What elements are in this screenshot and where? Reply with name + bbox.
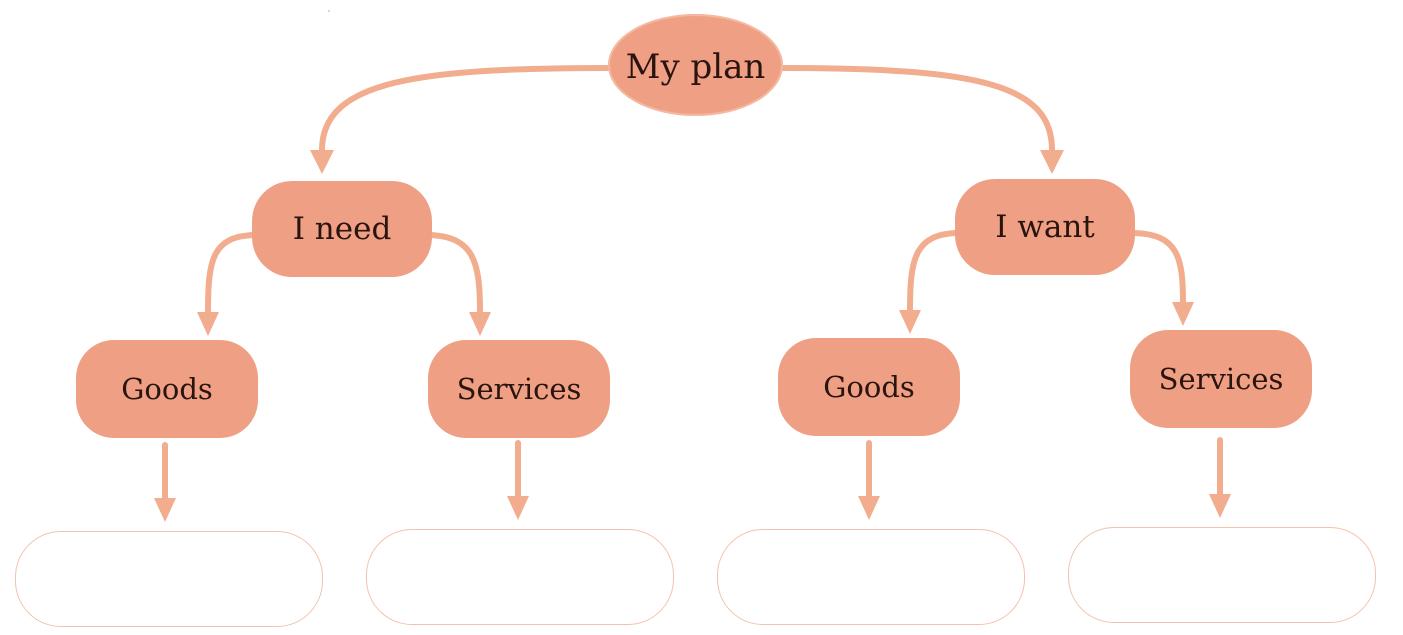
arrowhead-goods2-to-box xyxy=(858,496,880,520)
node-want-services-label: Services xyxy=(1158,362,1284,396)
node-need-services-label: Services xyxy=(456,372,582,406)
answer-box-want-goods[interactable] xyxy=(717,529,1025,625)
node-i-want-label: I want xyxy=(995,209,1095,245)
node-want-services: Services xyxy=(1130,330,1312,428)
arrow-root-to-need xyxy=(319,65,613,153)
root-node-label: My plan xyxy=(625,47,766,87)
answer-box-need-services[interactable] xyxy=(366,529,674,625)
arrowhead-services1-to-box xyxy=(507,496,529,520)
arrow-need-to-goods xyxy=(205,232,258,315)
node-want-goods-label: Goods xyxy=(823,370,915,404)
node-need-goods: Goods xyxy=(76,340,258,438)
arrowhead-services2-to-box xyxy=(1209,494,1231,518)
node-need-services: Services xyxy=(428,340,610,438)
arrowhead-want-to-services xyxy=(1172,302,1194,326)
node-i-need: I need xyxy=(252,181,432,277)
arrowhead-goods1-to-box xyxy=(154,498,176,522)
arrowhead-need-to-services xyxy=(469,312,491,336)
scan-speck xyxy=(328,10,330,12)
answer-box-need-goods[interactable] xyxy=(15,531,323,627)
node-i-want: I want xyxy=(955,179,1135,275)
answer-box-want-services[interactable] xyxy=(1068,527,1376,623)
arrow-root-to-want xyxy=(779,65,1055,153)
node-i-need-label: I need xyxy=(292,211,392,247)
arrowhead-root-to-want xyxy=(1040,150,1064,174)
arrow-want-to-goods xyxy=(907,230,961,313)
arrow-need-to-services xyxy=(425,232,483,315)
node-need-goods-label: Goods xyxy=(121,372,213,406)
root-node-my-plan: My plan xyxy=(608,14,783,116)
arrowhead-need-to-goods xyxy=(197,312,219,336)
arrow-want-to-services xyxy=(1131,230,1186,305)
node-want-goods: Goods xyxy=(778,338,960,436)
arrowhead-root-to-need xyxy=(310,150,334,174)
arrowhead-want-to-goods xyxy=(899,310,921,334)
